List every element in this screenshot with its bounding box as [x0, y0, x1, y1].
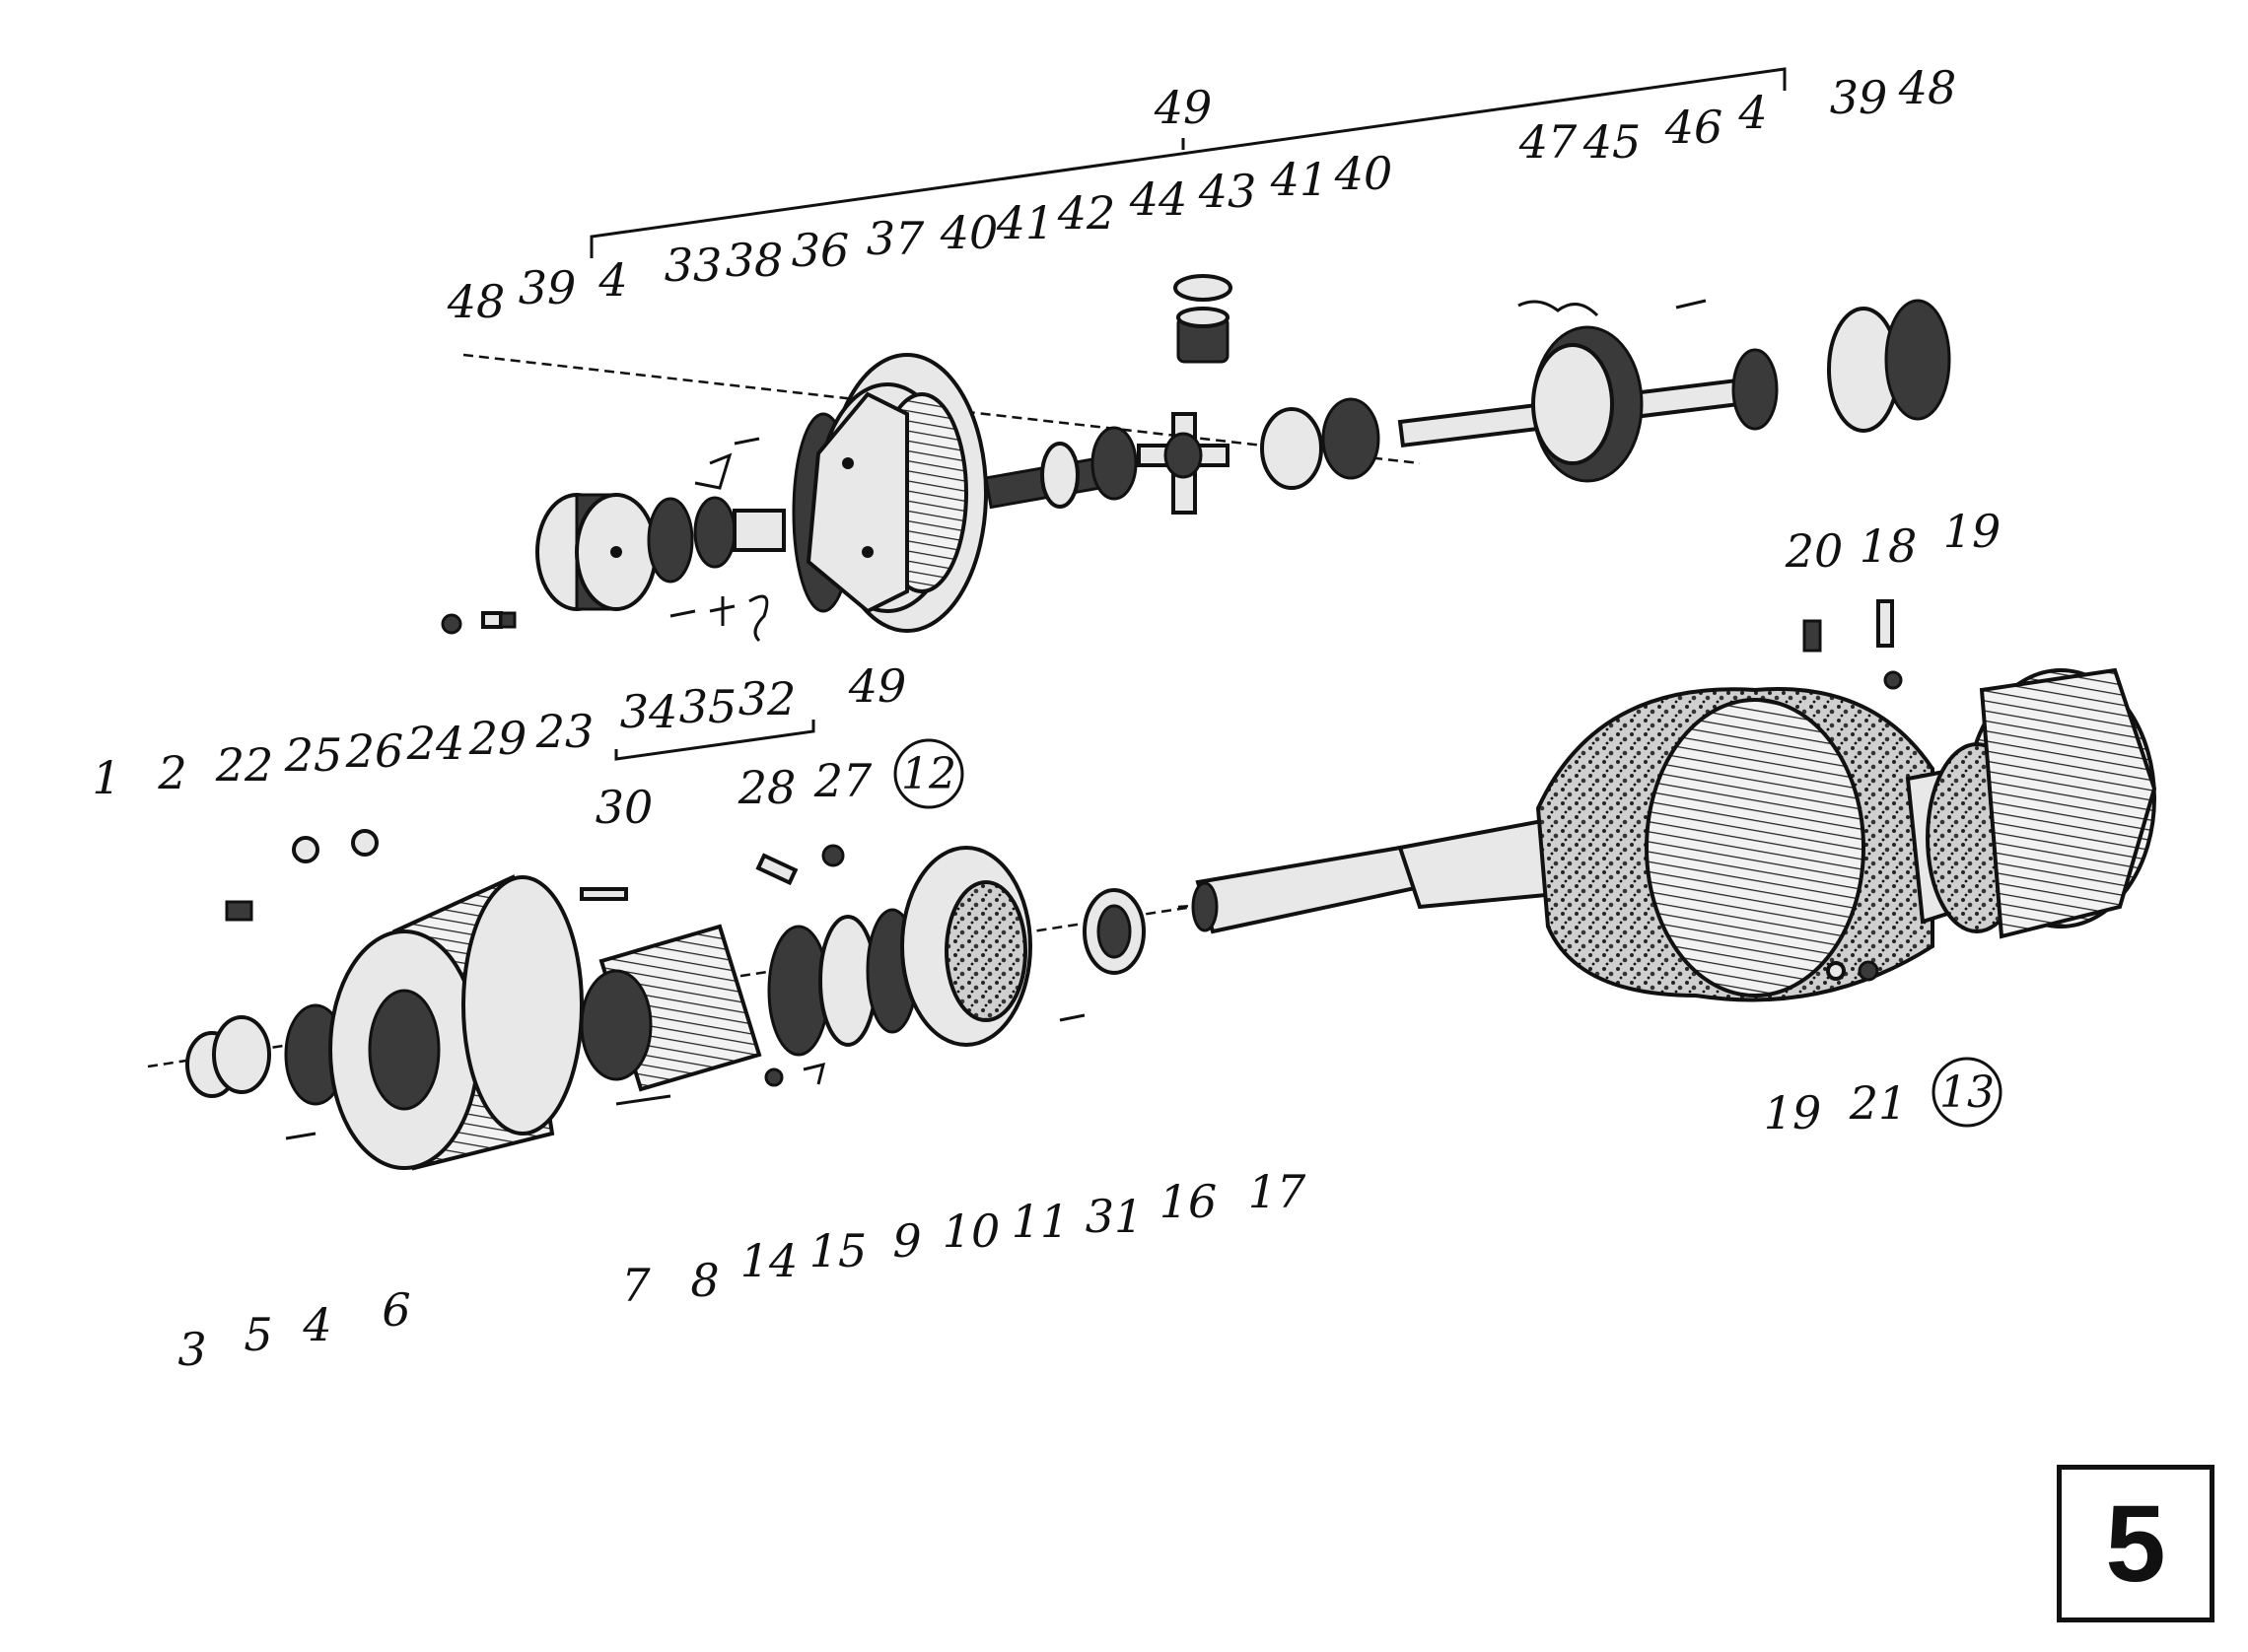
- callout-label-33: 33: [665, 239, 723, 292]
- callout-label-32: 32: [738, 672, 797, 725]
- callout-label-36: 36: [792, 224, 850, 277]
- part-9-10-bearing-rings: [767, 908, 919, 1057]
- part-16-bearing-race: [1083, 888, 1146, 975]
- callout-label-48: 48: [1898, 61, 1957, 114]
- part-41-40-side-gear-right: [1260, 397, 1380, 490]
- callout-label-3: 3: [177, 1323, 206, 1376]
- part-11-brake-backplate: [900, 846, 1032, 1047]
- callout-label-47: 47: [1518, 115, 1578, 169]
- callout-label-24: 24: [406, 717, 465, 770]
- callout-label-40: 40: [940, 206, 999, 259]
- circled-label-13: 13: [1939, 1067, 1995, 1118]
- part-8-wheel-hub: [580, 924, 762, 1092]
- part-39-bearing-left: [647, 496, 786, 584]
- part-43-44-pinion-gear: [1173, 274, 1232, 364]
- callout-circle-12: [893, 738, 964, 809]
- callout-label-5: 5: [244, 1308, 272, 1361]
- part-22-25-26-27-28-30-fasteners: [225, 829, 1086, 1140]
- callout-label-19: 19: [1943, 505, 2002, 558]
- part-1-2-3-nuts-and-washers: [185, 1003, 347, 1106]
- parts-23-24-29-nuts: [441, 611, 517, 635]
- callout-label-4: 4: [302, 1298, 331, 1351]
- callout-label-29: 29: [468, 712, 527, 765]
- callout-label-26: 26: [345, 724, 404, 778]
- part-36-differential-case: [806, 391, 909, 614]
- callout-label-25: 25: [284, 728, 343, 782]
- callout-label-4: 4: [597, 253, 627, 307]
- callout-label-35: 35: [679, 680, 738, 733]
- callout-label-9: 9: [892, 1214, 921, 1268]
- part-17-axle-housing: [1177, 599, 2157, 1002]
- callout-label-46: 46: [1664, 101, 1723, 154]
- callout-label-37: 37: [867, 212, 925, 265]
- callout-label-17: 17: [1248, 1165, 1306, 1218]
- part-6-brake-drum: [328, 874, 584, 1171]
- callout-label-23: 23: [535, 705, 595, 758]
- callout-label-41: 41: [1270, 153, 1329, 206]
- part-42-spider-cross: [1137, 412, 1229, 515]
- callout-label-49: 49: [848, 659, 907, 713]
- parts-18-19-20-21-plugs: [1802, 599, 1903, 982]
- callout-label-40: 40: [1334, 147, 1393, 200]
- callout-label-18: 18: [1860, 519, 1918, 573]
- callout-label-6: 6: [382, 1283, 410, 1337]
- circled-callout-labels: 12 13: [893, 738, 2002, 1128]
- callout-label-7: 7: [621, 1259, 651, 1312]
- assembly-49-bracket: [590, 67, 1787, 761]
- hub-and-drum-assembly: [147, 829, 1194, 1171]
- callout-label-30: 30: [596, 781, 654, 834]
- page-number-box: 5: [2057, 1465, 2214, 1622]
- callout-label-2: 2: [157, 746, 186, 799]
- callout-label-11: 11: [1012, 1195, 1070, 1248]
- callout-label-28: 28: [738, 761, 797, 814]
- callout-label-44: 44: [1129, 172, 1188, 226]
- callout-label-15: 15: [809, 1224, 868, 1277]
- part-33-34-35-38-fasteners: [669, 437, 769, 643]
- callout-label-31: 31: [1086, 1190, 1144, 1243]
- circled-label-12: 12: [901, 749, 956, 799]
- callout-label-41: 41: [996, 196, 1055, 249]
- callout-label-4: 4: [1737, 86, 1767, 139]
- callout-label-49: 49: [1154, 81, 1213, 134]
- page-number: 5: [2105, 1482, 2166, 1605]
- callout-label-45: 45: [1582, 115, 1642, 169]
- callout-circle-13: [1932, 1057, 2002, 1128]
- callout-label-20: 20: [1785, 524, 1844, 578]
- callout-label-22: 22: [215, 738, 274, 792]
- callout-label-19: 19: [1764, 1086, 1822, 1139]
- callout-label-42: 42: [1057, 186, 1116, 240]
- callout-label-8: 8: [690, 1254, 719, 1307]
- callout-label-39: 39: [519, 261, 577, 314]
- callout-label-48: 48: [447, 275, 506, 328]
- differential-assembly: [462, 274, 1951, 643]
- callout-label-39: 39: [1830, 71, 1888, 124]
- callout-label-21: 21: [1849, 1076, 1908, 1130]
- part-48-flange-left: [535, 493, 658, 611]
- callout-label-38: 38: [726, 234, 784, 287]
- callout-label-34: 34: [620, 685, 678, 738]
- callout-label-43: 43: [1198, 165, 1257, 218]
- part-45-right-axle-shaft-and-case: [1397, 299, 1951, 483]
- part-40-41-gears-and-shaft: [984, 426, 1138, 510]
- callout-label-1: 1: [92, 751, 120, 804]
- callout-label-10: 10: [943, 1205, 1001, 1258]
- callout-label-14: 14: [740, 1234, 799, 1287]
- callout-label-27: 27: [813, 754, 873, 807]
- callout-label-16: 16: [1159, 1175, 1218, 1228]
